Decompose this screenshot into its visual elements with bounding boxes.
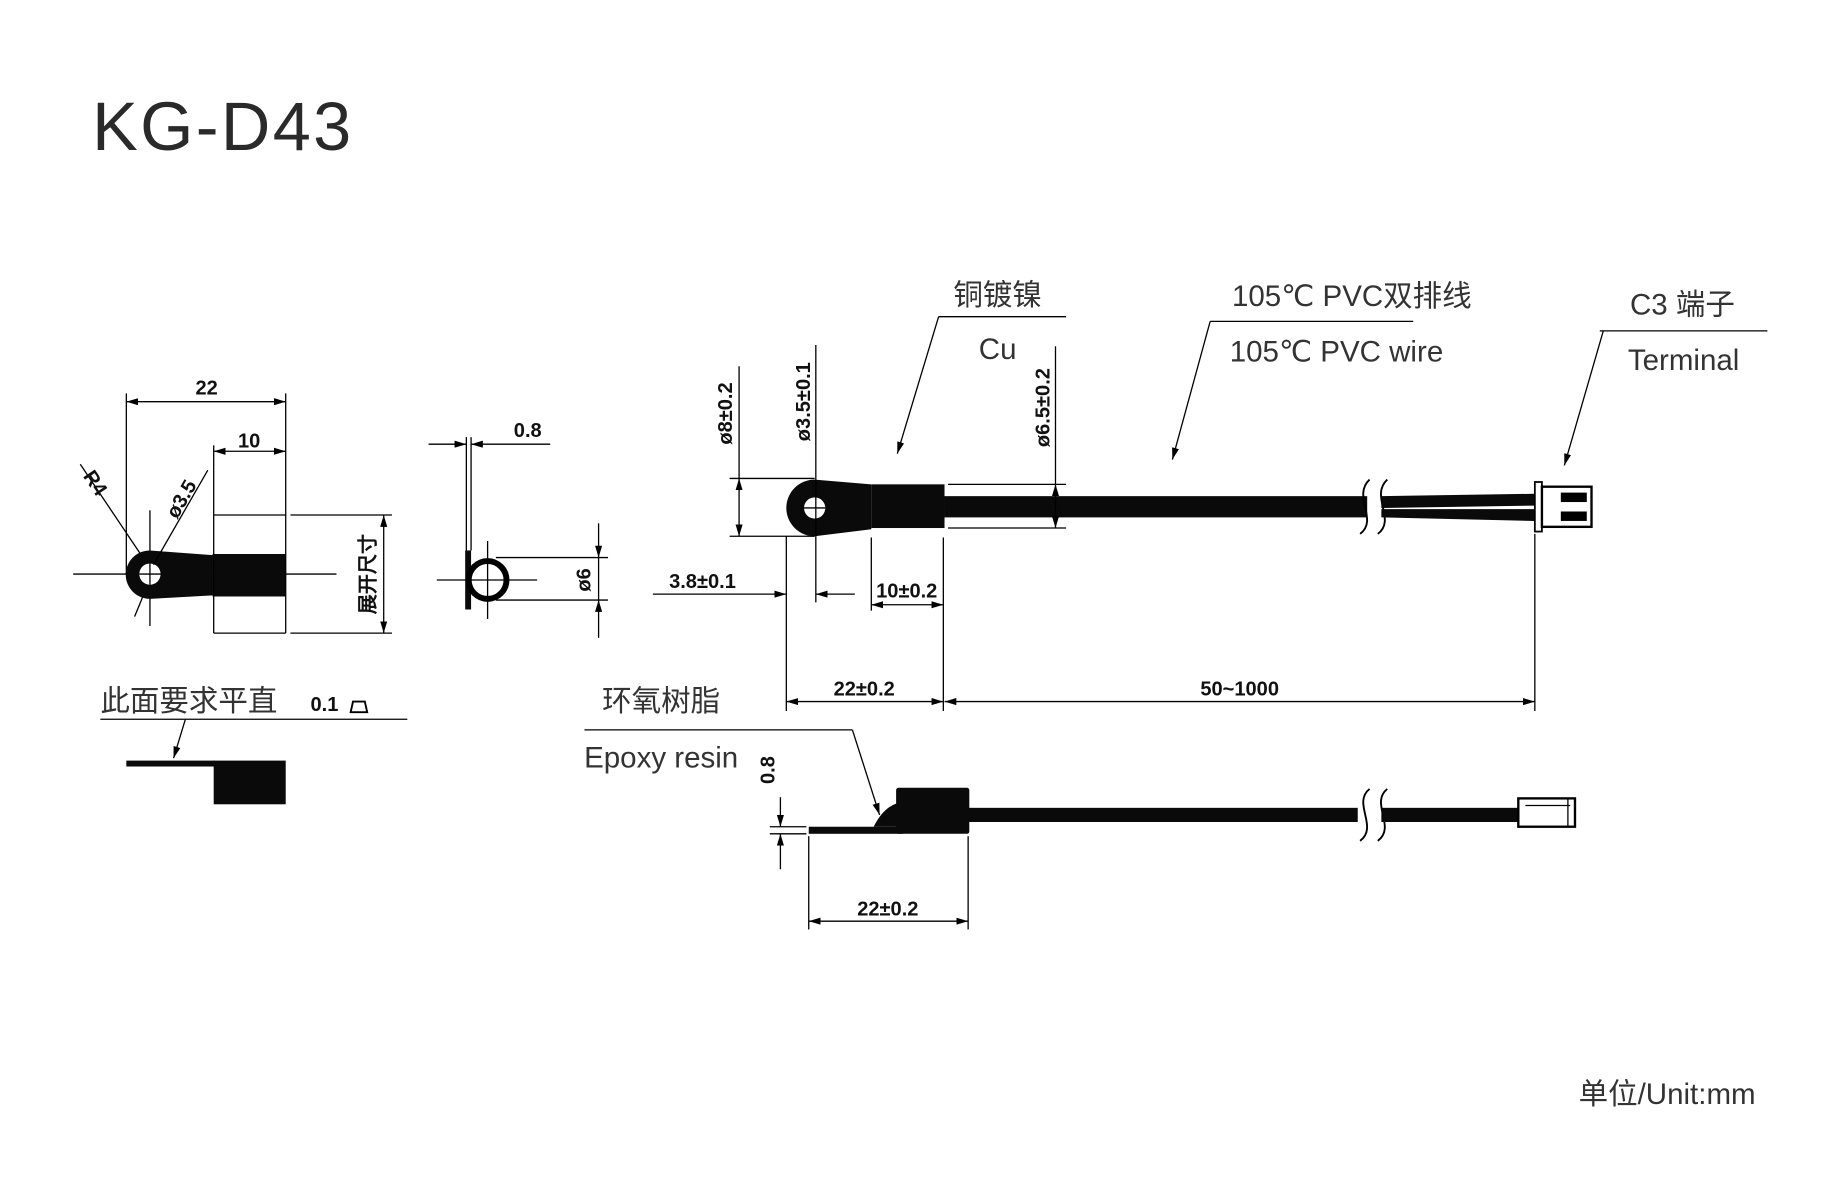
dim-plate-thickness: 0.8 xyxy=(758,756,780,784)
callout-lug: 铜镀镍 Cu xyxy=(896,279,1067,454)
dim-ring-diameter: ø6 xyxy=(573,568,595,591)
flatness-text: 此面要求平直 xyxy=(100,685,277,718)
detail-top-view: 22 10 展开尺寸 R4 ø3.5 xyxy=(73,378,392,634)
epoxy-cn: 环氧树脂 xyxy=(602,685,720,718)
wire-spec-en: 105℃ PVC wire xyxy=(1230,336,1444,369)
lug-material-cn: 铜镀镍 xyxy=(953,279,1042,312)
dim-sleeve-length: 10±0.2 xyxy=(876,581,937,603)
dim-sleeve-diameter: ø6.5±0.2 xyxy=(1033,368,1055,447)
lug-material-en: Cu xyxy=(979,333,1017,366)
dim-hole-offset: 3.8±0.1 xyxy=(669,571,736,593)
callout-wire: 105℃ PVC双排线 105℃ PVC wire xyxy=(1171,280,1472,460)
dim-overall-length: 22 xyxy=(195,378,217,400)
terminal-connector xyxy=(1533,481,1593,533)
flatness-symbol-icon xyxy=(349,700,369,714)
terminal-en: Terminal xyxy=(1628,344,1739,377)
flatness-note: 此面要求平直 0.1 xyxy=(100,685,408,805)
dim-sleeve-length: 10 xyxy=(238,431,260,453)
flatness-value: 0.1 xyxy=(311,694,339,716)
main-top-view: ø8±0.2 ø3.5±0.1 ø6.5±0.2 3.8±0.1 10±0.2 … xyxy=(652,345,1593,712)
main-side-view: 环氧树脂 Epoxy resin 0.8 22±0.2 xyxy=(584,685,1577,930)
terminal-cn: C3 端子 xyxy=(1630,288,1735,321)
terminal-connector-side xyxy=(1517,797,1577,828)
dim-lug-outer: ø8±0.2 xyxy=(715,382,737,444)
dim-hole: ø3.5 xyxy=(162,476,201,522)
detail-end-view: 0.8 ø6 xyxy=(428,420,609,638)
epoxy-en: Epoxy resin xyxy=(584,742,738,775)
dim-thickness: 0.8 xyxy=(514,420,542,442)
dim-cable-length: 50~1000 xyxy=(1200,679,1279,701)
dim-head-length: 22±0.2 xyxy=(834,679,895,701)
part-number-title: KG-D43 xyxy=(92,88,354,165)
dim-side-head-length: 22±0.2 xyxy=(857,898,918,920)
dim-radius: R4 xyxy=(78,467,111,501)
dim-hole: ø3.5±0.1 xyxy=(793,362,815,441)
callout-terminal: C3 端子 Terminal xyxy=(1563,288,1768,466)
wire-spec-cn: 105℃ PVC双排线 xyxy=(1232,280,1472,313)
dim-unfolded-size: 展开尺寸 xyxy=(355,534,379,614)
unit-note: 单位/Unit:mm xyxy=(1579,1078,1756,1111)
